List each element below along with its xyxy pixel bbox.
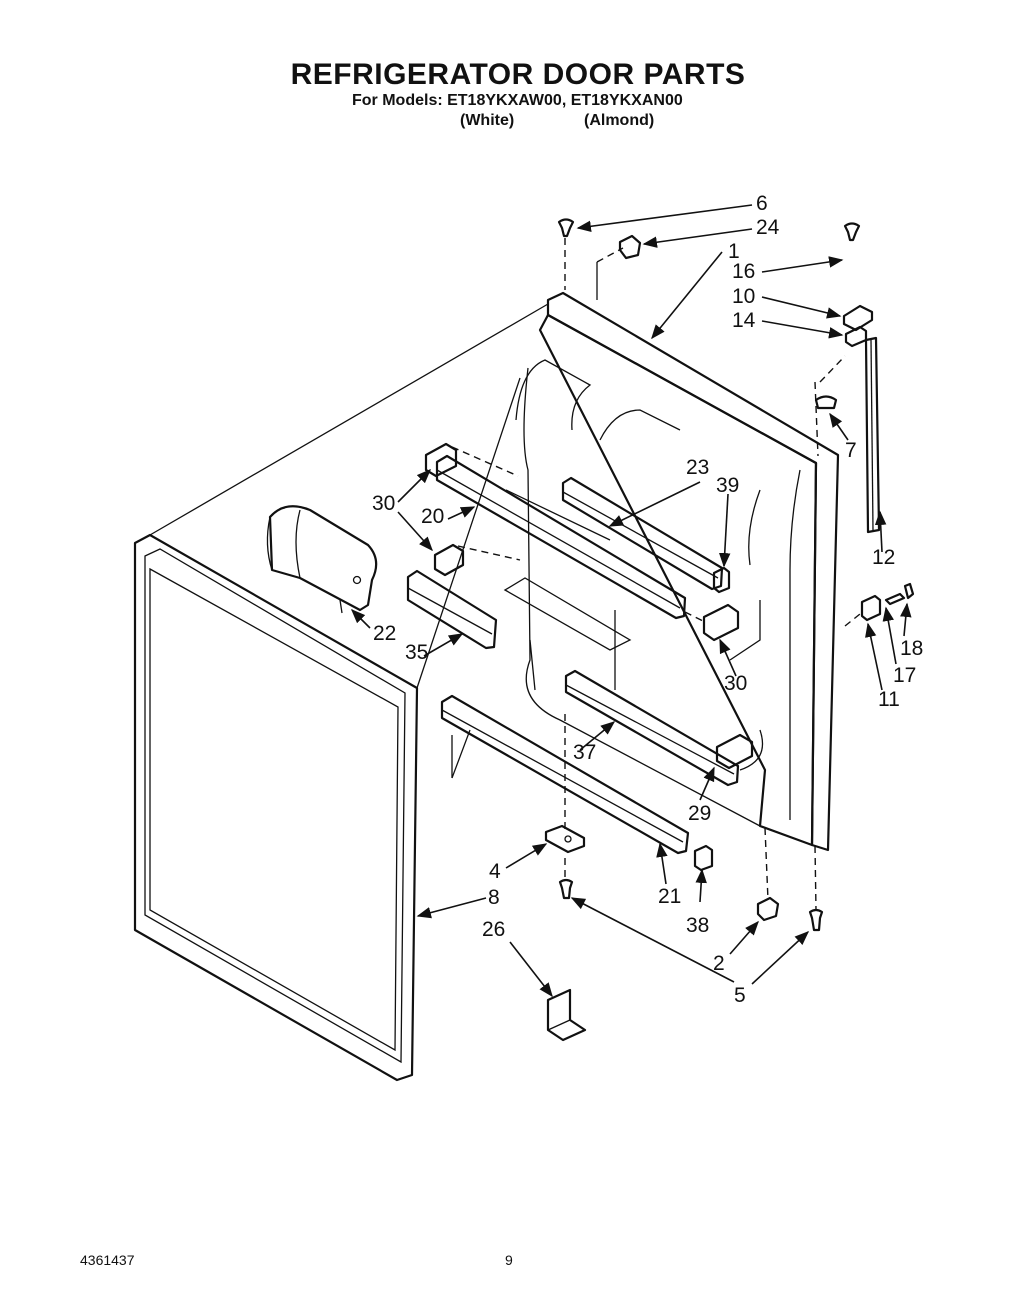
shelf-bar-20 <box>435 454 687 620</box>
document-number: 4361437 <box>80 1252 135 1268</box>
hinge-4 <box>544 824 586 854</box>
pin-17 <box>884 592 906 606</box>
screw-16 <box>843 222 861 242</box>
label-part-21: 21 <box>658 885 681 908</box>
bracket-26 <box>546 988 587 1042</box>
switch-11 <box>860 594 882 622</box>
bushing-24 <box>618 234 642 260</box>
page-number: 9 <box>505 1252 513 1268</box>
label-part-20: 20 <box>421 505 444 528</box>
label-part-30-upper: 30 <box>372 492 395 515</box>
label-part-39: 39 <box>716 474 739 497</box>
shelf-bar-23 <box>561 476 724 591</box>
label-part-2: 2 <box>713 952 725 975</box>
clip-18 <box>903 582 915 600</box>
model-subtitle: For Models: ET18YKXAW00, ET18YKXAN00 <box>352 92 683 109</box>
shelf-bracket-30-middle <box>433 543 465 577</box>
shelf-bar-21 <box>440 694 690 855</box>
label-part-35: 35 <box>405 641 428 664</box>
variant-almond: (Almond) <box>584 112 655 129</box>
shelf-bar-37 <box>564 669 740 787</box>
end-cap-39 <box>712 566 731 594</box>
door-gasket <box>133 533 419 1082</box>
screw-5-right <box>808 908 824 932</box>
projection-lines <box>149 262 598 779</box>
label-part-26: 26 <box>482 918 505 941</box>
label-part-18: 18 <box>900 637 923 660</box>
hinge-spacer-14 <box>844 325 868 348</box>
stop-7 <box>814 395 838 410</box>
shelf-bracket-29 <box>715 733 754 770</box>
label-part-11: 11 <box>878 688 900 711</box>
shelf-bar-35 <box>406 569 498 650</box>
leader-arrows <box>350 204 912 998</box>
label-part-6: 6 <box>756 192 768 215</box>
alignment-lines <box>451 238 861 911</box>
label-part-7: 7 <box>845 439 857 462</box>
shelf-bracket-30-right <box>702 603 740 642</box>
label-part-16: 16 <box>732 260 755 283</box>
label-part-1: 1 <box>728 240 740 263</box>
screw-5-left <box>558 878 574 900</box>
label-part-17: 17 <box>893 664 916 687</box>
door-liner <box>503 291 840 852</box>
label-part-10: 10 <box>732 285 755 308</box>
label-part-14: 14 <box>732 309 756 332</box>
label-part-24: 24 <box>756 216 780 239</box>
label-part-8: 8 <box>488 886 500 909</box>
part-labels: 6 24 1 16 10 14 7 23 39 30 20 30 35 22 1… <box>372 192 923 1007</box>
label-part-23: 23 <box>686 456 709 479</box>
cap-2 <box>756 896 780 922</box>
hinge-cable <box>864 336 881 534</box>
hinge-10 <box>842 304 874 332</box>
page-title: REFRIGERATOR DOOR PARTS <box>290 58 746 91</box>
label-part-37: 37 <box>573 741 596 764</box>
label-part-5: 5 <box>734 984 746 1007</box>
screw-6 <box>557 218 575 238</box>
label-part-38: 38 <box>686 914 709 937</box>
label-part-29: 29 <box>688 802 711 825</box>
end-cap-38 <box>693 844 714 872</box>
dairy-door <box>266 505 378 614</box>
label-part-12: 12 <box>872 546 895 569</box>
label-part-4: 4 <box>489 860 501 883</box>
label-part-22: 22 <box>373 622 396 645</box>
label-part-30-right: 30 <box>724 672 747 695</box>
variant-white: (White) <box>460 112 515 129</box>
